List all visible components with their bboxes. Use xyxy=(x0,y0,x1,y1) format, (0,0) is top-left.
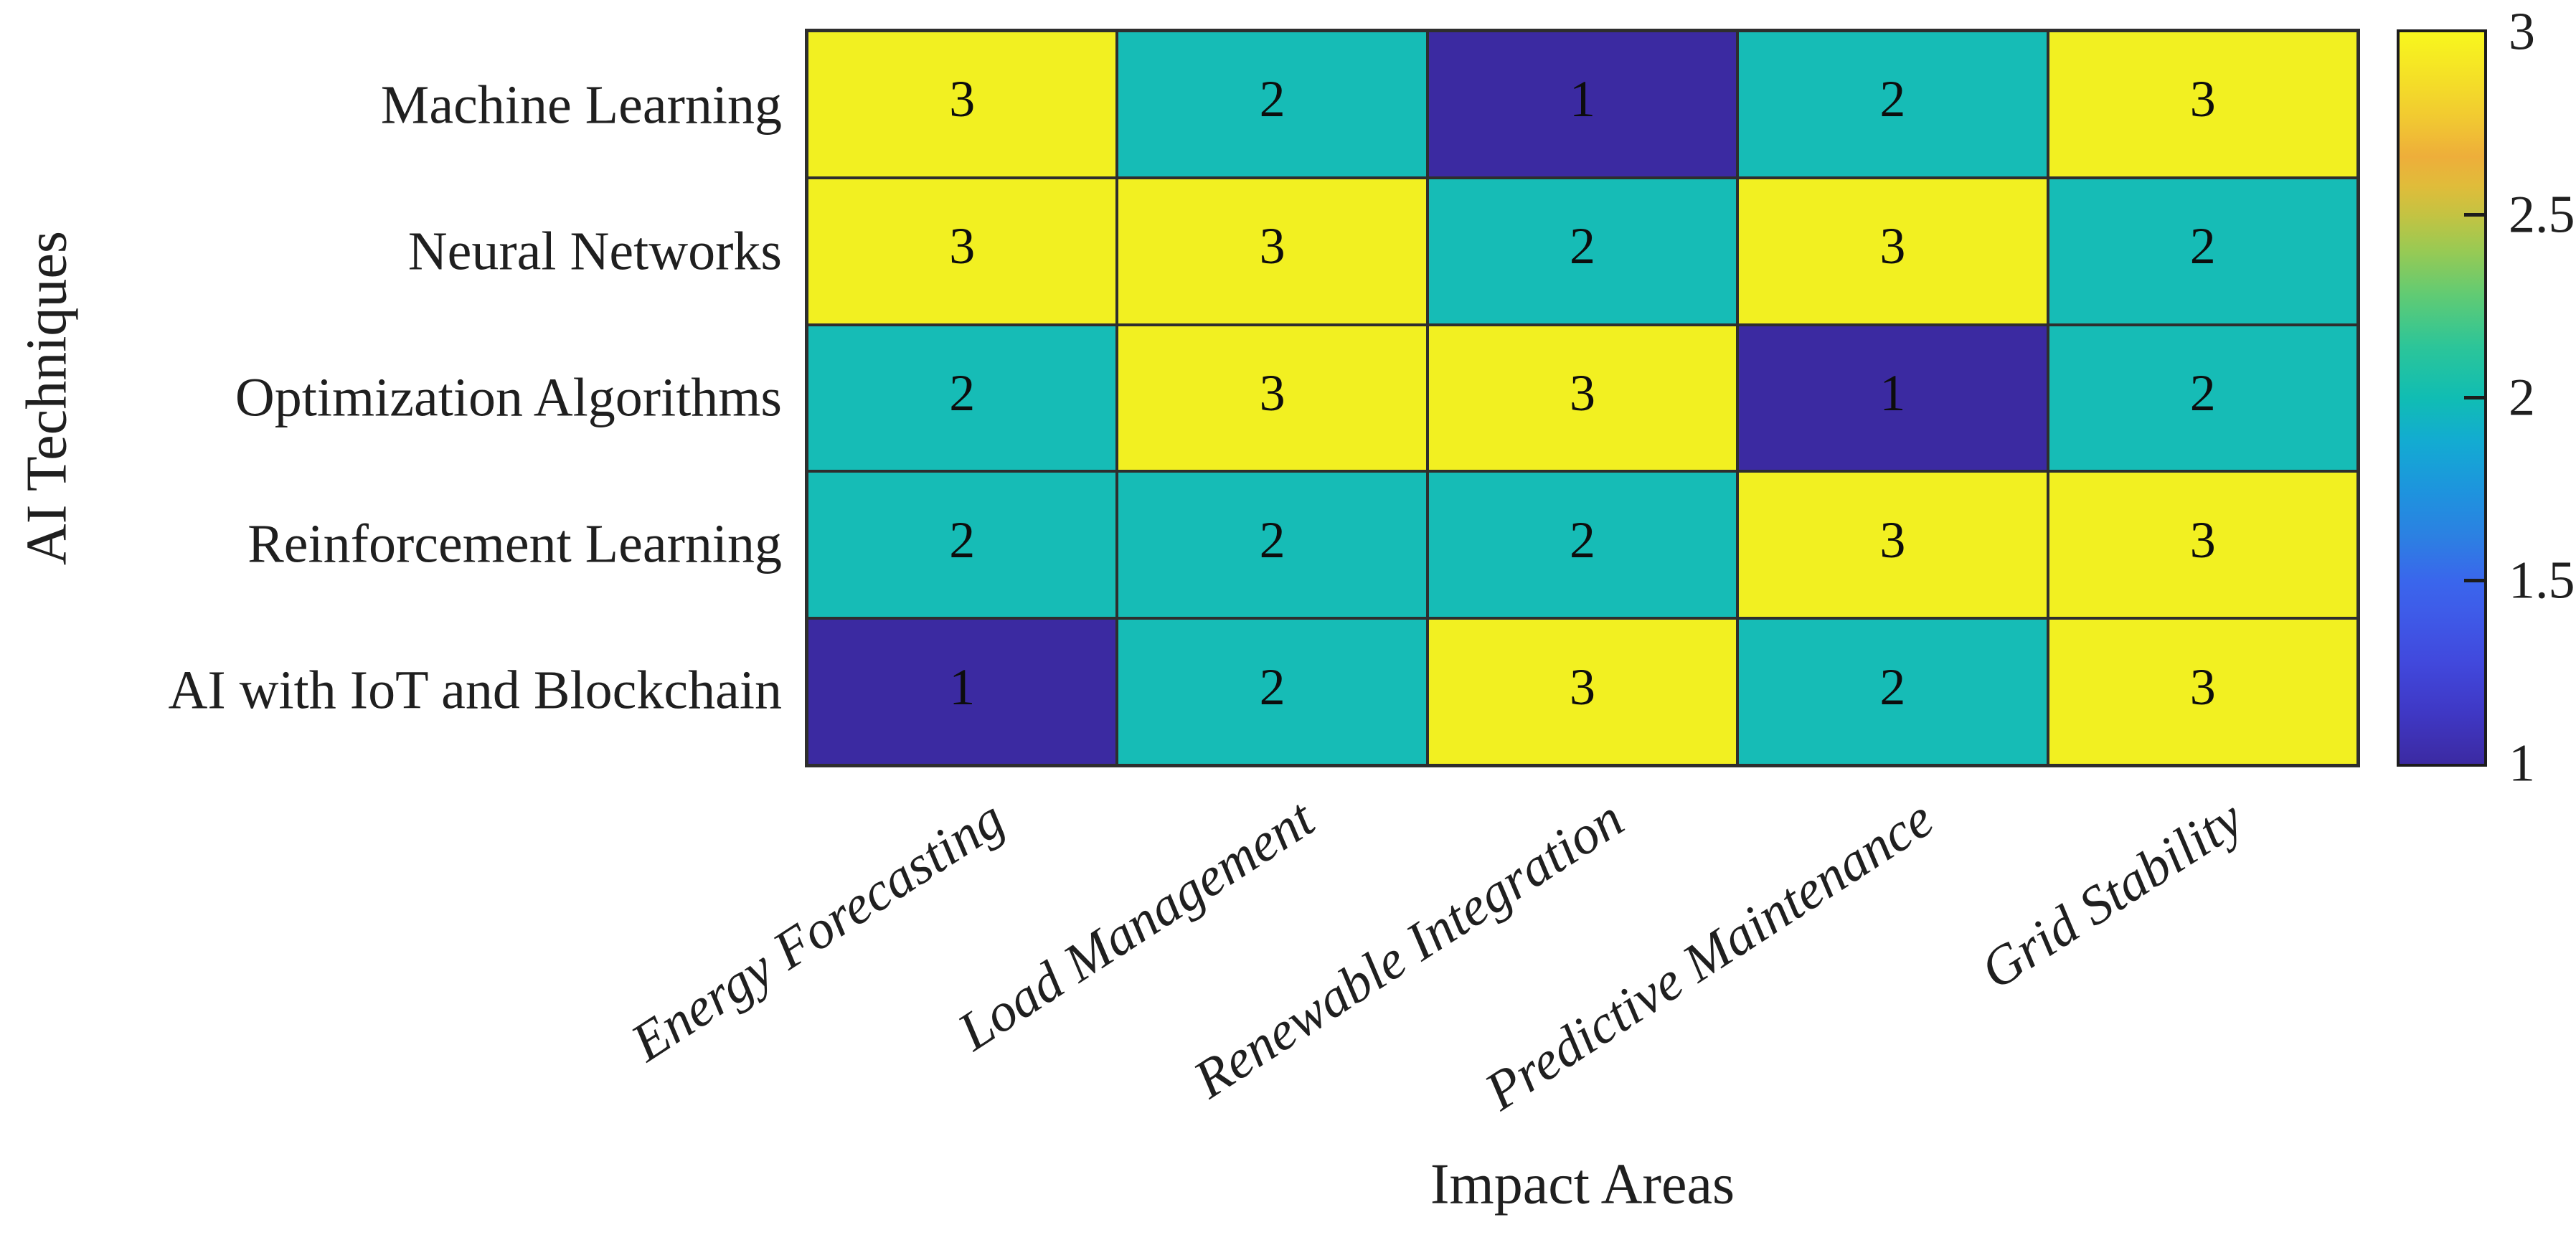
heatmap-cell: 2 xyxy=(1118,620,1426,764)
heatmap-cell: 1 xyxy=(808,620,1116,764)
heatmap-cell: 3 xyxy=(2049,32,2356,176)
colorbar-tick-1\.5 xyxy=(2464,579,2484,582)
colorbar-tick-2\.5 xyxy=(2464,213,2484,217)
heatmap-cell: 2 xyxy=(1739,32,2047,176)
colorbar xyxy=(2397,29,2487,767)
heatmap-cell: 3 xyxy=(808,32,1116,176)
heatmap-cell: 3 xyxy=(1428,326,1737,470)
heatmap-cell: 2 xyxy=(1428,473,1737,618)
heatmap-cell: 2 xyxy=(808,473,1116,618)
heatmap-cell: 2 xyxy=(1428,179,1737,323)
heatmap-cell: 3 xyxy=(1428,620,1737,764)
heatmap-cell: 3 xyxy=(1118,326,1426,470)
row-label-machine-learning: Machine Learning xyxy=(380,75,782,136)
col-label-grid-stability: Grid Stability xyxy=(1970,787,2254,1001)
heatmap-cell: 2 xyxy=(2049,326,2356,470)
heatmap-cell: 3 xyxy=(1118,179,1426,323)
y-axis-title: AI Techniques xyxy=(15,230,79,566)
heatmap-cell: 3 xyxy=(808,179,1116,323)
heatmap-cell: 2 xyxy=(2049,179,2356,323)
heatmap-cell: 1 xyxy=(1428,32,1737,176)
colorbar-tick-label: 1.5 xyxy=(2509,551,2575,610)
heatmap-cell: 2 xyxy=(1118,473,1426,618)
colorbar-tick-label: 1 xyxy=(2509,734,2535,793)
colorbar-tick-label: 2 xyxy=(2509,368,2535,427)
col-label-energy-forecasting: Energy Forecasting xyxy=(621,787,1015,1074)
x-axis-title: Impact Areas xyxy=(1430,1153,1735,1216)
heatmap-cell: 3 xyxy=(1739,473,2047,618)
heatmap-cell: 2 xyxy=(808,326,1116,470)
heatmap-cell: 3 xyxy=(2049,620,2356,764)
heatmap-grid: 3 2 1 2 3 3 3 2 3 2 2 3 3 1 2 2 2 2 3 3 … xyxy=(805,29,2360,767)
row-label-optimization-algorithms: Optimization Algorithms xyxy=(235,367,782,428)
colorbar-tick-label: 3 xyxy=(2509,2,2535,62)
heatmap-cell: 2 xyxy=(1739,620,2047,764)
heatmap-cell: 3 xyxy=(2049,473,2356,618)
colorbar-tick-2 xyxy=(2464,396,2484,399)
heatmap-cell: 2 xyxy=(1118,32,1426,176)
heatmap-cell: 1 xyxy=(1739,326,2047,470)
row-label-ai-iot-blockchain: AI with IoT and Blockchain xyxy=(168,660,782,721)
row-label-reinforcement-learning: Reinforcement Learning xyxy=(247,514,782,574)
heatmap-cell: 3 xyxy=(1739,179,2047,323)
colorbar-tick-label: 2.5 xyxy=(2509,185,2575,245)
row-label-neural-networks: Neural Networks xyxy=(407,221,782,282)
